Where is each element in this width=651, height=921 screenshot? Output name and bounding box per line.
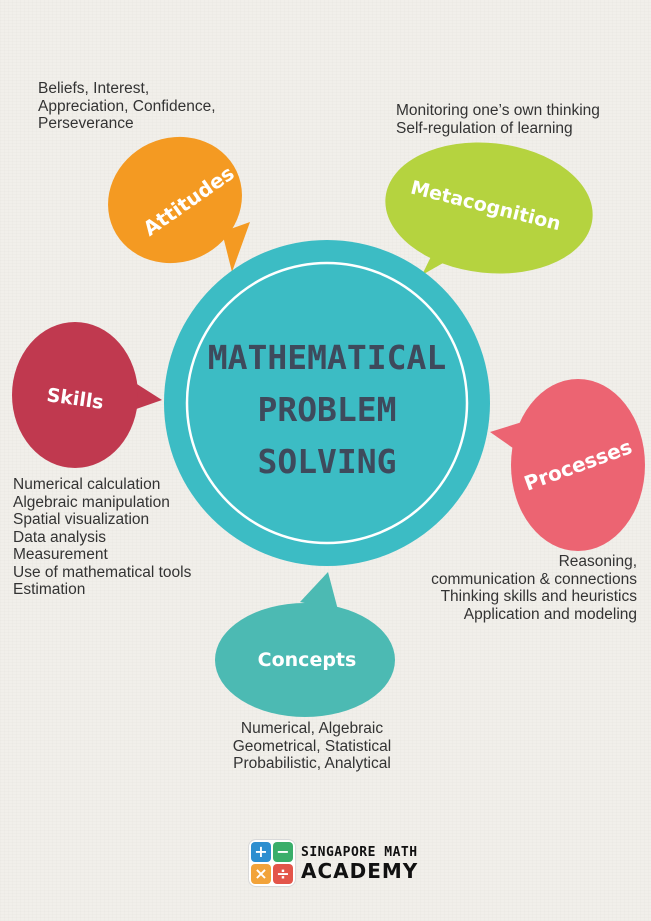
singapore-math-academy-logo: + − × ÷ SINGAPORE MATH ACADEMY (249, 840, 418, 886)
attitudes-desc-line: Beliefs, Interest, (38, 80, 150, 97)
center-title-line-1: MATHEMATICAL (208, 338, 446, 377)
attitudes-bubble: Attitudes (108, 136, 250, 272)
skills-description: Numerical calculation Algebraic manipula… (13, 476, 191, 599)
skills-desc-line: Measurement (13, 546, 108, 563)
multiply-icon: × (251, 864, 271, 884)
processes-desc-line: Thinking skills and heuristics (440, 588, 637, 605)
skills-desc-line: Numerical calculation (13, 476, 161, 493)
logo-line-1: SINGAPORE MATH (301, 844, 418, 860)
concepts-desc-line: Numerical, Algebraic (240, 720, 384, 737)
concepts-desc-line: Probabilistic, Analytical (233, 755, 391, 772)
concepts-desc-line: Geometrical, Statistical (232, 737, 392, 755)
processes-desc-line: Application and modeling (463, 605, 637, 623)
skills-desc-line: Use of mathematical tools (13, 563, 192, 581)
center-circle: MATHEMATICAL PROBLEM SOLVING (164, 240, 490, 566)
logo-line-2: ACADEMY (301, 858, 419, 883)
plus-icon: + (251, 842, 271, 862)
divide-icon: ÷ (273, 864, 293, 884)
processes-desc-line: Reasoning, (558, 553, 637, 570)
attitudes-description: Beliefs, Interest, Appreciation, Confide… (38, 80, 216, 133)
metacognition-bubble: Metacognition (385, 142, 593, 275)
skills-desc-line: Data analysis (13, 528, 107, 546)
metacognition-description: Monitoring one’s own thinking Self-regul… (396, 102, 600, 137)
attitudes-desc-line: Appreciation, Confidence, (38, 97, 216, 115)
skills-desc-line: Estimation (13, 581, 86, 598)
concepts-bubble: Concepts (215, 572, 395, 717)
center-title-line-3: SOLVING (257, 442, 396, 481)
processes-description: Reasoning, communication & connections T… (431, 553, 637, 623)
metacognition-desc-line: Self-regulation of learning (396, 119, 573, 137)
concepts-label: Concepts (258, 649, 357, 671)
skills-desc-line: Spatial visualization (13, 511, 150, 528)
processes-desc-line: communication & connections (431, 570, 637, 588)
attitudes-desc-line: Perseverance (38, 115, 134, 132)
skills-bubble: Skills (12, 322, 162, 468)
center-title-line-2: PROBLEM (257, 390, 396, 429)
processes-bubble: Processes (490, 379, 645, 551)
math-symbols-icon: + − × ÷ (249, 840, 295, 886)
concepts-description: Numerical, Algebraic Geometrical, Statis… (212, 720, 412, 773)
logo-text: SINGAPORE MATH ACADEMY (301, 846, 418, 881)
minus-icon: − (273, 842, 293, 862)
metacognition-desc-line: Monitoring one’s own thinking (396, 102, 600, 119)
skills-desc-line: Algebraic manipulation (13, 493, 170, 511)
